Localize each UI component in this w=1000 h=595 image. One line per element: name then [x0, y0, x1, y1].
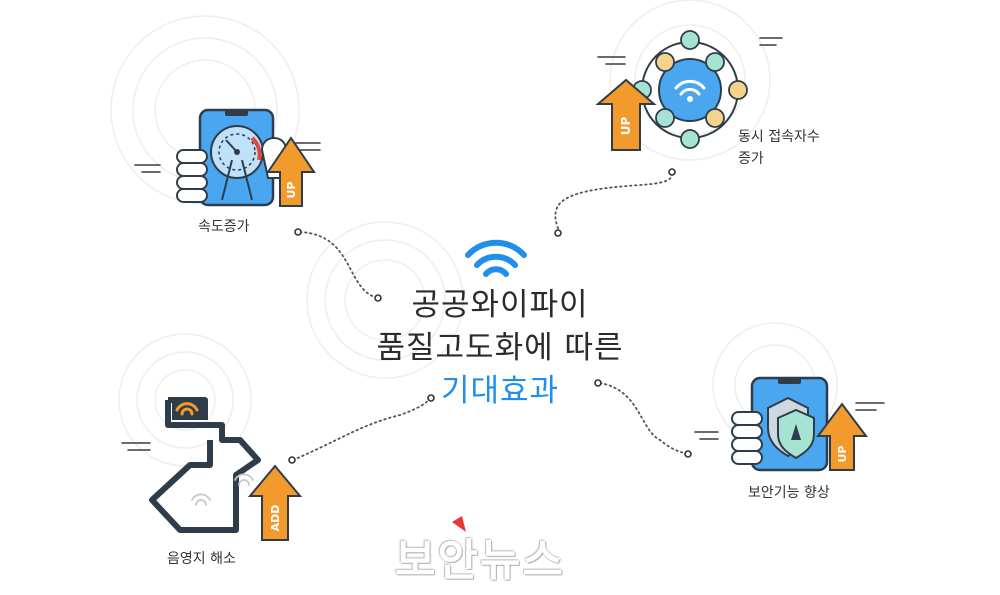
router-icon — [674, 79, 706, 102]
watermark-mark — [452, 516, 466, 532]
connectors — [292, 171, 689, 461]
user-icon — [632, 30, 748, 149]
coverage-illustration: ADD — [121, 397, 303, 541]
security-label: 보안기능 향상 — [748, 485, 830, 501]
users-illustration: UP — [595, 30, 783, 151]
speed-illustration: UP — [134, 108, 321, 207]
up-arrow-icon: ADD — [247, 464, 303, 541]
shield-icon — [767, 396, 815, 460]
users-badge: UP — [619, 117, 633, 136]
title-line-3: 기대효과 — [440, 373, 560, 409]
users-label-line1: 동시 접속자수 — [738, 129, 820, 145]
watermark-logo: 보안뉴스 — [395, 535, 565, 586]
coverage-badge: ADD — [269, 505, 282, 532]
security-badge: UP — [836, 446, 849, 463]
wifi-icon — [465, 239, 527, 277]
security-illustration: UP — [694, 376, 885, 472]
floorplan-icon — [149, 397, 261, 533]
hand-icon — [731, 411, 763, 465]
wifi-icon — [191, 473, 254, 506]
title-line-2: 품질고도화에 따른 — [376, 330, 624, 366]
connector-dots — [288, 168, 692, 464]
users-label-line2: 증가 — [738, 151, 764, 167]
up-arrow-icon: UP — [595, 78, 657, 151]
title-line-1: 공공와이파이 — [411, 287, 589, 323]
coverage-label: 음영지 해소 — [167, 551, 236, 567]
up-arrow-icon: UP — [816, 402, 868, 471]
up-arrow-icon: UP — [266, 136, 316, 207]
speed-label: 속도증가 — [198, 219, 250, 235]
speed-badge: UP — [285, 182, 298, 199]
